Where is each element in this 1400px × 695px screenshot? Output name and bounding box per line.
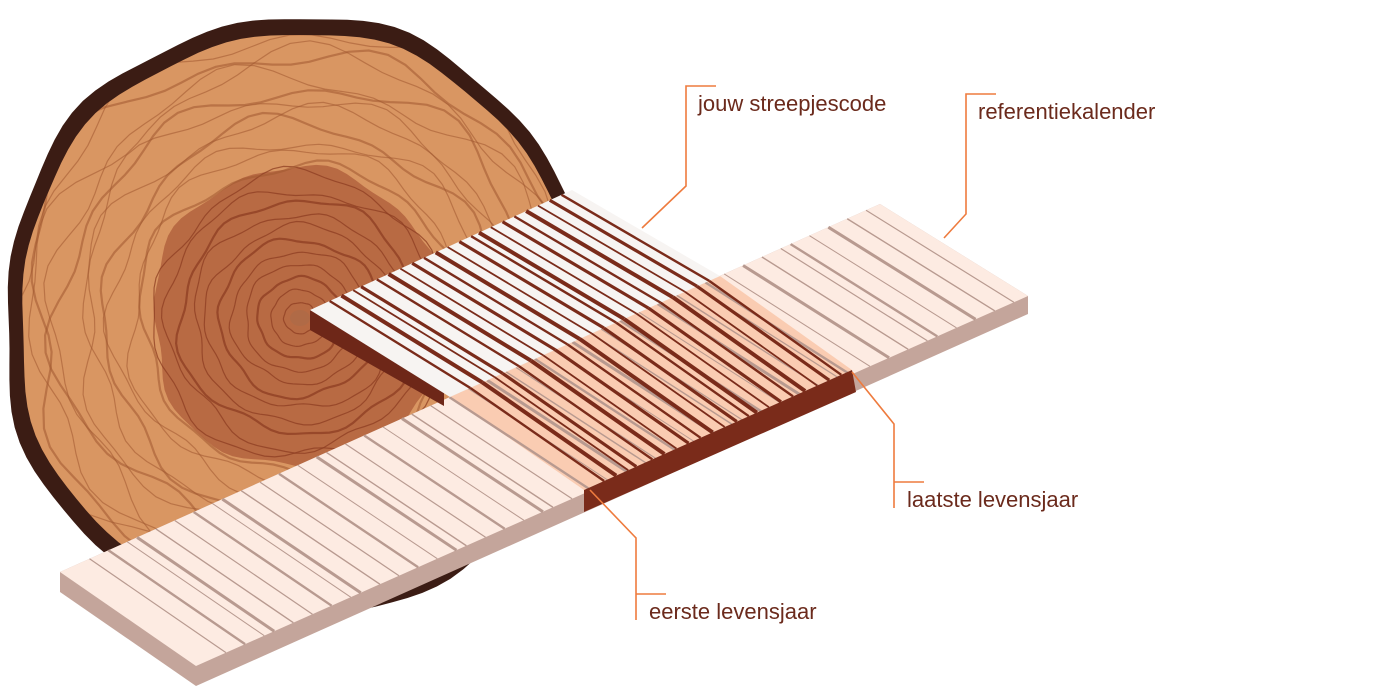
label-barcode: jouw streepjescode (698, 91, 887, 116)
pith (290, 310, 310, 326)
barcode-strip-side-front (584, 370, 856, 512)
reference-calendar-strip-icon (60, 204, 1028, 686)
label-reference: referentiekalender (978, 99, 1156, 124)
leader-first-year (589, 489, 637, 620)
leader-lines (589, 85, 996, 620)
overlap-stripes (469, 279, 842, 482)
barcode-strip-icon (310, 190, 856, 512)
leader-barcode (641, 85, 716, 229)
barcode-stripes (329, 193, 710, 389)
leader-reference (943, 93, 996, 239)
barcode-strip-side-left (310, 310, 444, 406)
overlap-zone (450, 276, 852, 490)
label-last-year: laatste levensjaar (907, 487, 1079, 512)
label-first-year: eerste levensjaar (649, 599, 817, 624)
barcode-strip-top (310, 190, 720, 397)
leader-last-year (851, 371, 895, 508)
